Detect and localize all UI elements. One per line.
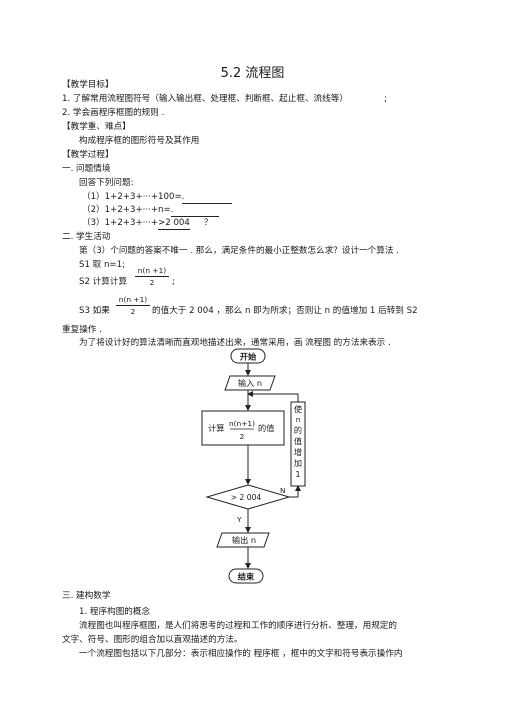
- decision-no-label: N: [280, 486, 286, 495]
- question-1-text: （1）1+2+3+···+100=: [82, 192, 182, 202]
- process-box: [201, 410, 285, 446]
- side-label-2: 的: [294, 425, 302, 435]
- s2-fraction-denominator: 2: [149, 278, 155, 287]
- step-s1: S1 取 n=1;: [79, 260, 125, 270]
- side-label-4: 增: [294, 447, 302, 457]
- part1-intro: 回答下列问题:: [79, 178, 134, 188]
- step-s3-label: S3 如果: [79, 306, 110, 316]
- activity-text: 第（3）个问题的答案不唯一 . 那么，满足条件的最小正整数怎么求？设计一个算法 …: [79, 246, 399, 256]
- output-box: [216, 532, 270, 548]
- question-2: （2）1+2+3+···+n= .: [82, 205, 219, 217]
- input-box: [224, 375, 276, 391]
- end-label: 结束: [238, 572, 255, 582]
- decision-yes-label: Y: [236, 515, 242, 524]
- goal-2: 2. 学会画程序框图的规则 .: [62, 108, 165, 118]
- part3-heading: 三. 建构数学: [62, 591, 111, 601]
- paragraph-1a: 流程图也叫程序框图，是人们将思考的过程和工作的顺序进行分析、整理，用规定的: [79, 621, 397, 631]
- question-3: （3）1+2+3+···+ >2 004 ？: [82, 218, 212, 230]
- paragraph-1b: 文字、符号、图形的组合加以直观描述的方法。: [62, 635, 243, 645]
- question-3-text: （3）1+2+3+···+: [82, 218, 159, 228]
- side-label-1: n: [296, 415, 301, 424]
- calc-suffix: 的值: [258, 423, 274, 433]
- section-process-heading: 【教学过程】: [62, 150, 114, 160]
- s3-fraction: n(n +1) 2: [116, 295, 150, 316]
- step-s2-end: ;: [172, 277, 175, 287]
- goal-1-end: ;: [384, 94, 387, 104]
- goal-1: 1. 了解常用流程图符号（输入输出框、处理框、判断框、起止框、流线等）: [62, 94, 348, 104]
- key-text: 构成程序框的图形符号及其作用: [79, 136, 200, 146]
- question-1-blank: .: [181, 192, 232, 204]
- question-2-text: （2）1+2+3+···+n=: [82, 205, 171, 215]
- question-2-blank: .: [170, 205, 219, 217]
- side-label-5: 加: [294, 458, 302, 468]
- flowchart: 开始 输入 n 计算 n(n+1) 2 的值 使 n 的 值 增 加 1 > 2…: [201, 348, 306, 584]
- page-title: 5.2 流程图: [220, 66, 285, 81]
- part2-heading: 二. 学生活动: [62, 232, 111, 242]
- step-s3-continued: 重复操作 .: [62, 325, 102, 335]
- s2-fraction-numerator: n(n +1): [137, 266, 167, 275]
- start-label: 开始: [240, 352, 257, 362]
- output-label: 输出 n: [232, 535, 256, 545]
- section-key-heading: 【教学重、难点】: [62, 122, 131, 132]
- question-1: （1）1+2+3+···+100= .: [82, 192, 232, 204]
- question-3-blank: >2 004: [158, 218, 190, 230]
- side-label-6: 1: [295, 469, 300, 479]
- part1-heading: 一. 问题情境: [62, 164, 111, 174]
- s3-fraction-denominator: 2: [130, 307, 136, 316]
- input-label: 输入 n: [238, 378, 262, 388]
- side-label-0: 使: [294, 404, 302, 414]
- s3-fraction-numerator: n(n +1): [118, 295, 148, 304]
- step-s2-label: S2 计算计算: [79, 277, 128, 287]
- question-3-end: ？: [203, 218, 213, 228]
- end-terminal: [228, 568, 264, 584]
- side-label-3: 值: [294, 436, 302, 446]
- decision-label: > 2 004: [231, 493, 262, 502]
- calc-denominator: 2: [240, 432, 245, 441]
- s2-fraction: n(n +1) 2: [135, 266, 169, 287]
- flowchart-intro: 为了将设计好的算法清晰而直观地描述出来，通常采用，画 流程图 的方法来表示 .: [79, 338, 391, 348]
- paragraph-2: 一个流程图包括以下几部分：表示相应操作的 程序框 ，框中的文字和符号表示操作内: [79, 649, 403, 659]
- section-goal-heading: 【教学目标】: [62, 80, 114, 90]
- calc-prefix: 计算: [208, 423, 224, 433]
- point-1: 1. 程序构图的概念: [79, 607, 151, 617]
- step-s3-text: 的值大于 2 004 ，那么 n 即为所求；否则让 n 的值增加 1 后转到 S…: [152, 306, 418, 316]
- calc-numerator: n(n+1): [229, 419, 255, 428]
